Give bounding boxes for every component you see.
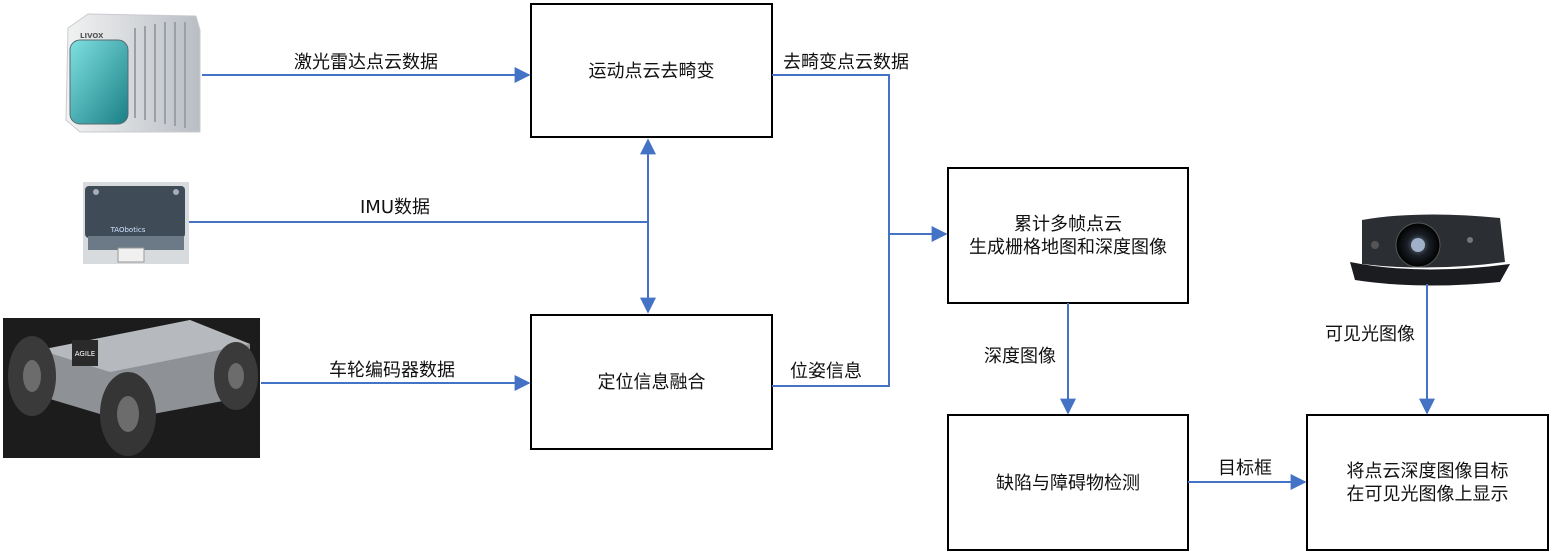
box-multi-frame [947,167,1189,304]
label-multi-frame-line1: 累计多帧点云 [1014,214,1122,235]
box-localization-fusion [530,314,773,450]
label-overlay-display-line1: 将点云深度图像目标 [1347,461,1509,482]
edge-pose-out [772,234,890,387]
edge-label-wheel-encoder: 车轮编码器数据 [329,360,455,381]
edge-label-imu: IMU数据 [360,197,430,218]
lidar-brand-text: LIVOX [80,32,104,40]
edge-label-visible-image: 可见光图像 [1325,324,1415,345]
edge-label-pose: 位姿信息 [790,361,862,382]
box-defect-detection [947,414,1189,551]
edge-label-depth-image: 深度图像 [984,346,1056,367]
label-motion-deskew: 运动点云去畸变 [589,61,715,82]
label-defect-detection: 缺陷与障碍物检测 [996,473,1140,494]
box-overlay-display [1306,414,1549,551]
imu-brand-text: TAObotics [110,226,146,234]
edge-label-target-box: 目标框 [1218,458,1272,479]
edge-label-deskewed: 去畸变点云数据 [783,52,909,73]
edge-deskewed-out [772,74,890,234]
camera-device-image [1350,214,1510,286]
label-localization-fusion: 定位信息融合 [598,372,706,393]
lidar-device-image: LIVOX [65,13,201,133]
label-overlay-display-line2: 在可见光图像上显示 [1347,484,1509,505]
box-motion-deskew [530,3,773,138]
imu-device-image: TAObotics [83,182,189,264]
robot-vehicle-image: AGILE [3,318,260,458]
label-multi-frame-line2: 生成栅格地图和深度图像 [969,237,1167,258]
edge-label-lidar: 激光雷达点云数据 [294,52,438,73]
robot-brand-text: AGILE [75,350,95,358]
